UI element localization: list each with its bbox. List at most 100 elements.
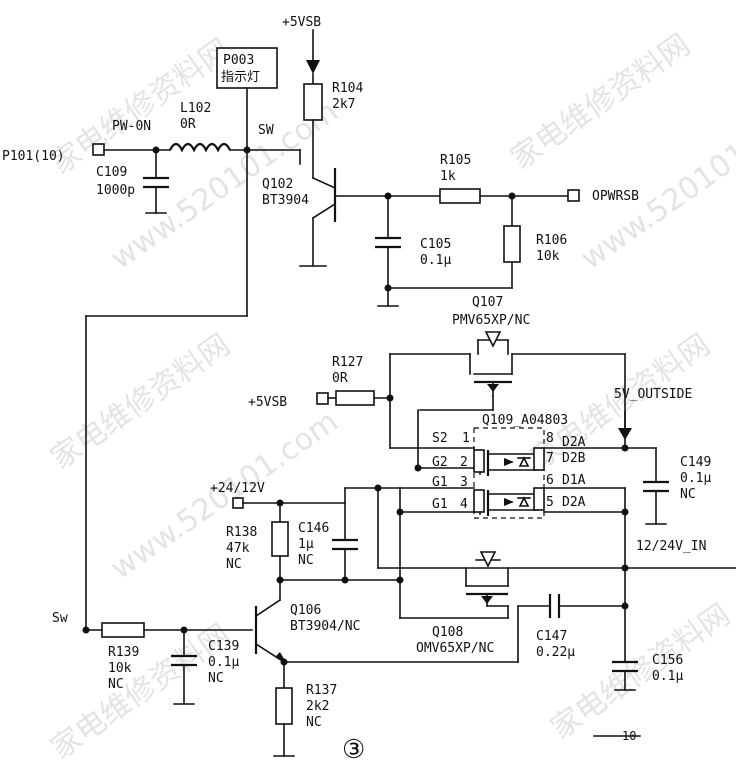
vsb-mid-label: +5VSB: [248, 395, 287, 410]
corner-note: 10: [622, 729, 636, 743]
q102-name: Q102: [262, 177, 293, 192]
r138-name: R138: [226, 525, 257, 540]
v24-12-label: +24/12V: [210, 481, 265, 496]
c156-name: C156: [652, 653, 683, 668]
r138-resistor: [271, 521, 289, 557]
c146-name: C146: [298, 521, 329, 536]
c149-value: 0.1μ: [680, 471, 711, 486]
v5-outside-label: 5V_OUTSIDE: [614, 387, 692, 402]
c149-name: C149: [680, 455, 711, 470]
watermark-brand-2: 家电维修资料网: [505, 27, 697, 176]
pw-on-label: PW-0N: [112, 119, 151, 134]
r138-value: 47k: [226, 541, 250, 556]
r127-name: R127: [332, 355, 363, 370]
vsb-top-arrow: [306, 29, 320, 85]
d1a-label: D1A: [562, 473, 586, 488]
watermark-brand-3: 家电维修资料网: [45, 327, 237, 476]
l102-value: 0R: [180, 117, 196, 132]
p101-label: P101(10): [2, 149, 65, 164]
r105-value: 1k: [440, 169, 456, 184]
r106-resistor: [503, 225, 521, 263]
r137-value: 2k2: [306, 699, 329, 714]
r104-resistor: [303, 83, 323, 121]
vsb-top-label: +5VSB: [282, 15, 321, 30]
d2b-label: D2B: [562, 451, 586, 466]
d2a-top-label: D2A: [562, 435, 586, 450]
r127-value: 0R: [332, 371, 348, 386]
pin-2-label: 2: [460, 455, 468, 470]
r105-resistor: [439, 188, 481, 204]
c147-name: C147: [536, 629, 567, 644]
pin-7-label: 7: [546, 451, 554, 466]
c139-name: C139: [208, 639, 239, 654]
c146-value: 1μ: [298, 537, 314, 552]
p003-chinese-label: 指示灯: [221, 70, 260, 85]
c146-nc: NC: [298, 553, 314, 568]
c149-nc: NC: [680, 487, 696, 502]
v24-12-connector: [232, 497, 244, 509]
r105-name: R105: [440, 153, 471, 168]
r139-value: 10k: [108, 661, 132, 676]
r106-name: R106: [536, 233, 567, 248]
r104-name: R104: [332, 81, 363, 96]
r138-nc: NC: [226, 557, 242, 572]
q102-part: BT3904: [262, 193, 309, 208]
opwrsb-connector: [567, 189, 580, 202]
pin-3-label: 3: [460, 475, 468, 490]
q108-mosfet: [399, 551, 509, 619]
v12-24-in-label: 12/24V_IN: [636, 539, 706, 554]
q106-name: Q106: [290, 603, 321, 618]
l102-name: L102: [180, 101, 211, 116]
opwrsb-label: OPWRSB: [592, 189, 639, 204]
q109-name: Q109_A04803: [482, 413, 568, 428]
p003-label: P003: [223, 53, 254, 68]
p101-connector: [92, 143, 105, 156]
r137-resistor: [275, 687, 293, 725]
pin-g2-label: G2: [432, 455, 448, 470]
c109-value: 1000p: [96, 183, 135, 198]
pin-s1-label: G1: [432, 475, 448, 490]
c105-value: 0.1μ: [420, 253, 451, 268]
r106-value: 10k: [536, 249, 560, 264]
r137-name: R137: [306, 683, 337, 698]
l102-inductor: [169, 142, 231, 153]
c147-value: 0.22μ: [536, 645, 575, 660]
c139-nc: NC: [208, 671, 224, 686]
q102-transistor: [299, 149, 386, 267]
pin-4-label: 4: [460, 497, 468, 512]
pin-8-label: 8: [546, 431, 554, 446]
c139-value: 0.1μ: [208, 655, 239, 670]
r104-value: 2k7: [332, 97, 355, 112]
q109-fet-upper: [479, 450, 539, 476]
figure-number: ③: [342, 735, 365, 765]
pin-s2-label: S2: [432, 431, 448, 446]
p003-indicator-box: [216, 47, 278, 89]
q108-part: OMV65XP/NC: [416, 641, 494, 656]
q108-name: Q108: [432, 625, 463, 640]
c105-name: C105: [420, 237, 451, 252]
r139-nc: NC: [108, 677, 124, 692]
pin-6-label: 6: [546, 473, 554, 488]
sw-top-label: SW: [258, 123, 274, 138]
r137-nc: NC: [306, 715, 322, 730]
vsb-mid-connector: [316, 392, 329, 405]
d2a-bot-label: D2A: [562, 495, 586, 510]
pin-1-label: 1: [462, 431, 470, 446]
q106-transistor: [254, 579, 519, 689]
c156-value: 0.1μ: [652, 669, 683, 684]
q107-part: PMV65XP/NC: [452, 313, 530, 328]
pin-g1-label: G1: [432, 497, 448, 512]
q107-name: Q107: [472, 295, 503, 310]
q106-part: BT3904/NC: [290, 619, 360, 634]
watermark-brand-6: 家电维修资料网: [545, 597, 736, 746]
c109-name: C109: [96, 165, 127, 180]
q107-mosfet: [389, 331, 626, 411]
r139-name: R139: [108, 645, 139, 660]
sw-left-label: Sw: [52, 611, 68, 626]
q109-package-outline: [473, 427, 545, 519]
pin-5-label: 5: [546, 495, 554, 510]
r139-resistor: [101, 622, 145, 638]
r127-resistor: [335, 390, 375, 406]
